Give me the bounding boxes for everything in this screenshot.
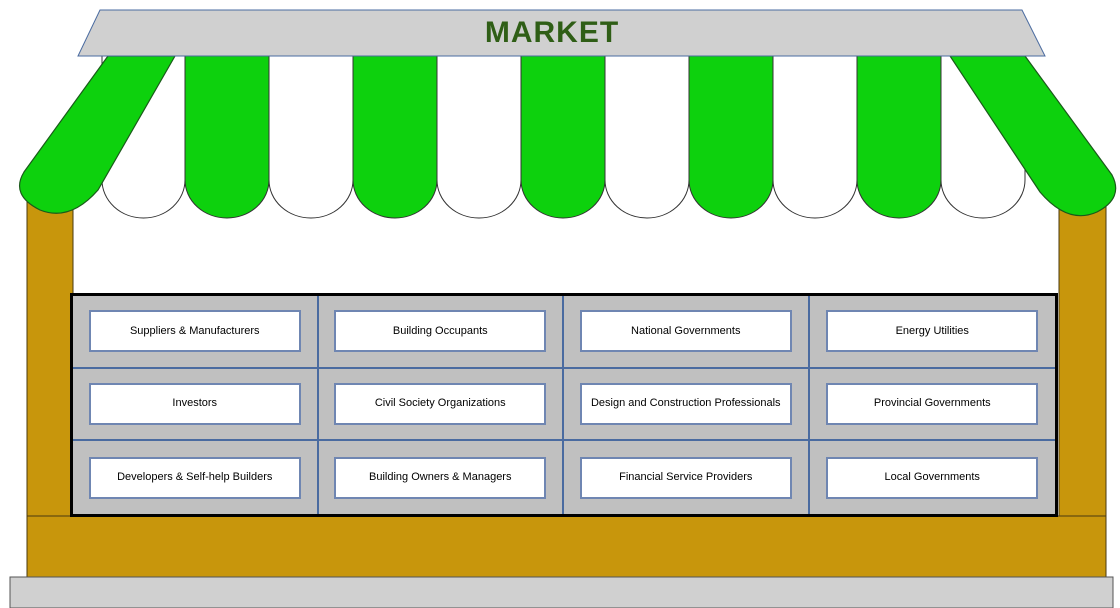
awning-stripe-green [856,55,942,219]
counter-front [26,515,1107,579]
stakeholder-box: Local Governments [826,456,1039,499]
stakeholder-box: Financial Service Providers [579,456,792,499]
stall-posts [26,194,1107,526]
grid-cell: Building Occupants [318,296,564,369]
grid-cell: Suppliers & Manufacturers [73,296,319,369]
stakeholder-grid: Suppliers & Manufacturers Building Occupa… [70,293,1058,517]
grid-cell: Financial Service Providers [564,441,810,514]
counter [9,515,1114,608]
awning-stripe-white [268,55,354,219]
stakeholder-box: Suppliers & Manufacturers [88,310,301,353]
awning-sides [19,55,1117,217]
awning-right-flap [948,55,1117,217]
grid-cell: Local Governments [810,441,1056,514]
stakeholder-box: Design and Construction Professionals [579,382,792,425]
stakeholder-box: Developers & Self-help Builders [88,456,301,499]
market-sign-title: MARKET [484,16,620,49]
awning-left-flap [19,55,177,214]
stakeholder-box: Investors [88,382,301,425]
grid-cell: Provincial Governments [809,369,1055,442]
stakeholder-box: Energy Utilities [826,310,1039,353]
awning-stripe-green [184,55,270,219]
grid-cell: Design and Construction Professionals [564,368,810,442]
stakeholder-box: Building Occupants [334,310,547,353]
market-sign-board [77,9,1046,57]
stakeholder-box: Civil Society Organizations [334,382,547,425]
awning-stripe-green [352,55,438,219]
counter-base [9,576,1114,608]
grid-cell: Developers & Self-help Builders [73,441,319,514]
stakeholder-box: National Governments [579,310,792,353]
right-post [1058,194,1107,526]
stakeholder-box: Building Owners & Managers [334,456,547,499]
grid-cell: National Governments [564,296,810,369]
awning-stripe-green [688,55,774,219]
awning-stripe-green [520,55,606,219]
awning-stripe-white [604,55,690,219]
awning-stripes [101,55,1026,219]
grid-cell: Civil Society Organizations [318,368,564,442]
grid-cell: Energy Utilities [809,296,1055,369]
awning-stripe-white [436,55,522,219]
stakeholder-box: Provincial Governments [826,382,1039,425]
left-post [26,194,74,526]
grid-cell: Building Owners & Managers [319,441,564,514]
awning-stripe-white [772,55,858,219]
grid-cell: Investors [73,368,319,442]
